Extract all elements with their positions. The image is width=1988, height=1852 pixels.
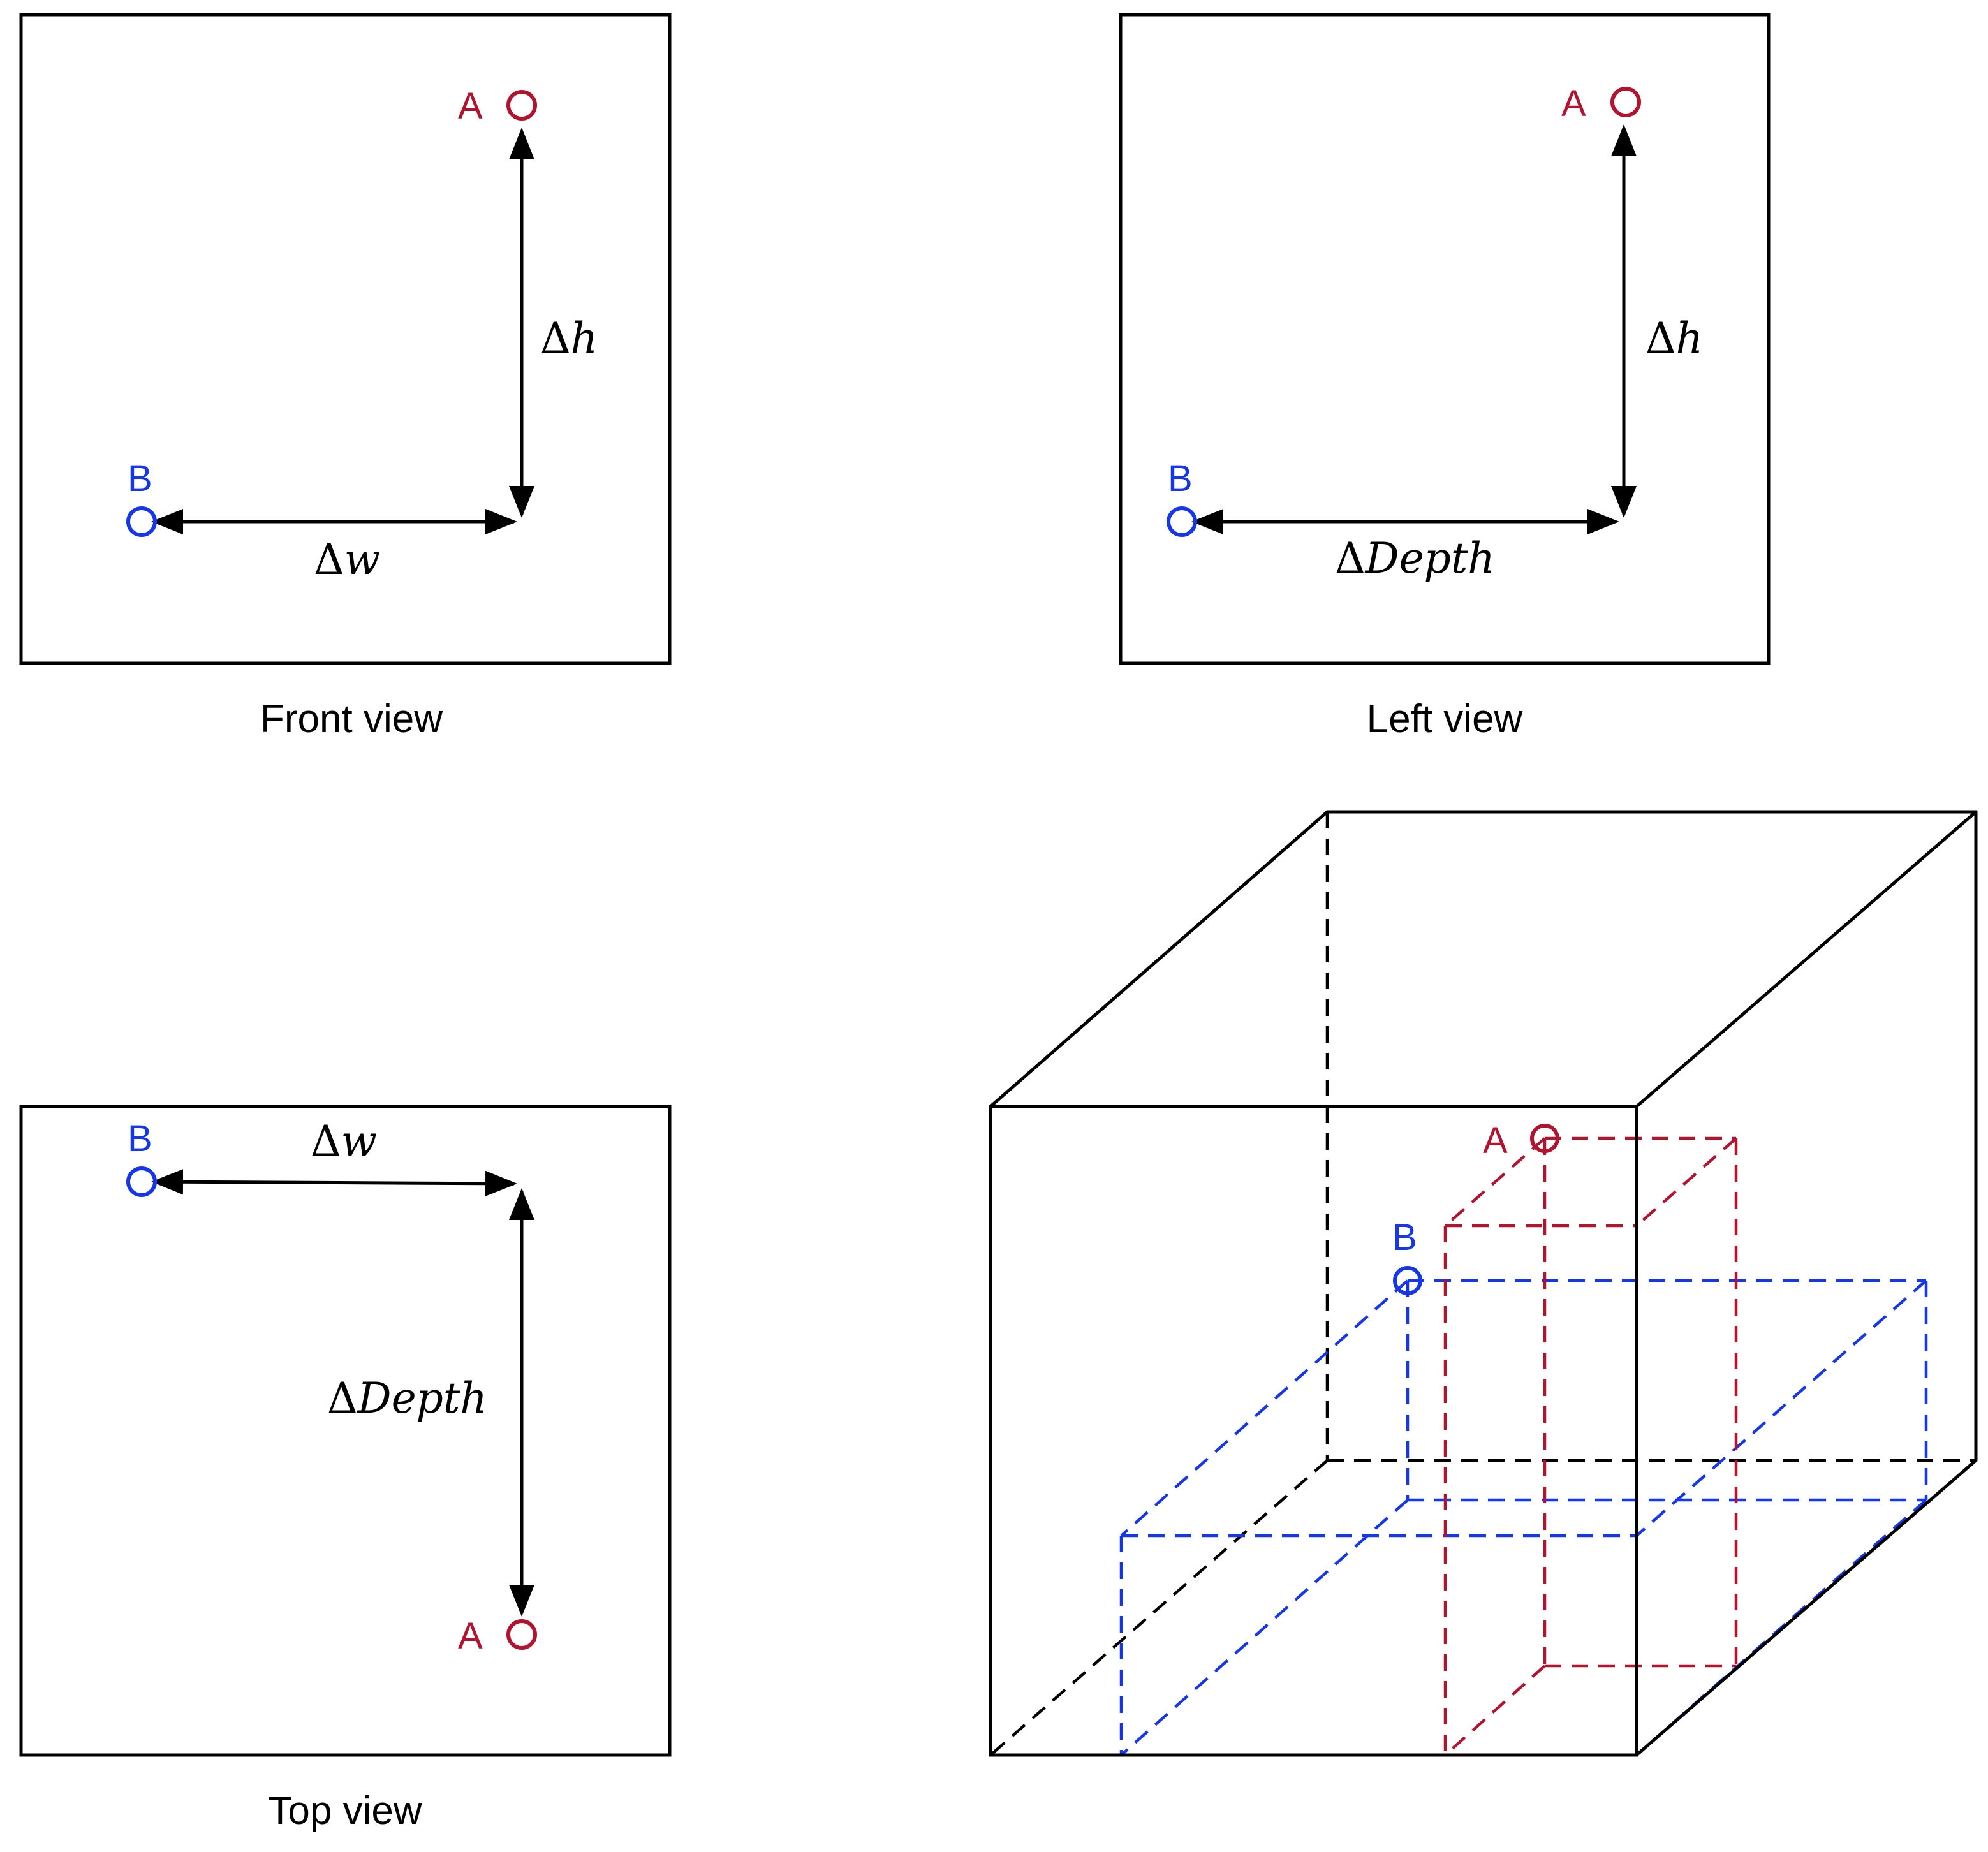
cube-label-a: A xyxy=(1483,1120,1508,1161)
top-view-point-a xyxy=(506,1619,537,1650)
left-view-label-a: A xyxy=(1561,83,1586,124)
left-view-delta-depth: ΔDepth xyxy=(1335,534,1495,583)
left-view-point-a xyxy=(1610,87,1641,117)
top-view-frame xyxy=(19,1105,672,1757)
front-view-point-b xyxy=(126,506,157,537)
left-view-delta-h: Δh xyxy=(1646,314,1703,363)
point-a-projection-box xyxy=(1443,1136,1738,1756)
top-view-label-b: B xyxy=(128,1118,152,1159)
front-view-label-a: A xyxy=(458,85,483,127)
front-view-label-b: B xyxy=(128,458,152,499)
front-view-frame xyxy=(19,13,672,665)
front-view-point-a xyxy=(506,90,537,121)
front-view-delta-h: Δh xyxy=(540,314,598,363)
front-view-panel: A B Δh Δw Front view xyxy=(19,13,672,741)
top-view-point-b xyxy=(126,1166,157,1197)
top-view-label-a: A xyxy=(458,1615,483,1657)
cube-hidden-edges xyxy=(989,812,1976,1756)
left-view-caption: Left view xyxy=(1367,697,1523,741)
top-view-delta-w: Δw xyxy=(311,1117,377,1166)
front-view-delta-w: Δw xyxy=(314,535,380,584)
top-view-delta-depth: ΔDepth xyxy=(327,1374,487,1423)
cube-point-b xyxy=(1393,1266,1422,1295)
cube-visible-edges xyxy=(989,810,1978,1757)
top-view-panel: B A Δw ΔDepth Top view xyxy=(19,1105,672,1833)
cube-3d-panel: A B xyxy=(989,810,1978,1757)
left-view-frame xyxy=(1119,13,1771,665)
cube-label-b: B xyxy=(1392,1217,1417,1258)
left-view-label-b: B xyxy=(1168,458,1193,499)
left-view-point-b xyxy=(1167,506,1197,537)
left-view-panel: A B Δh ΔDepth Left view xyxy=(1119,13,1771,741)
cube-point-a xyxy=(1530,1124,1559,1153)
top-view-width-arrow xyxy=(151,1169,517,1196)
point-b-projection-box xyxy=(1119,1279,1928,1756)
front-view-caption: Front view xyxy=(260,697,443,741)
top-view-caption: Top view xyxy=(268,1789,422,1833)
